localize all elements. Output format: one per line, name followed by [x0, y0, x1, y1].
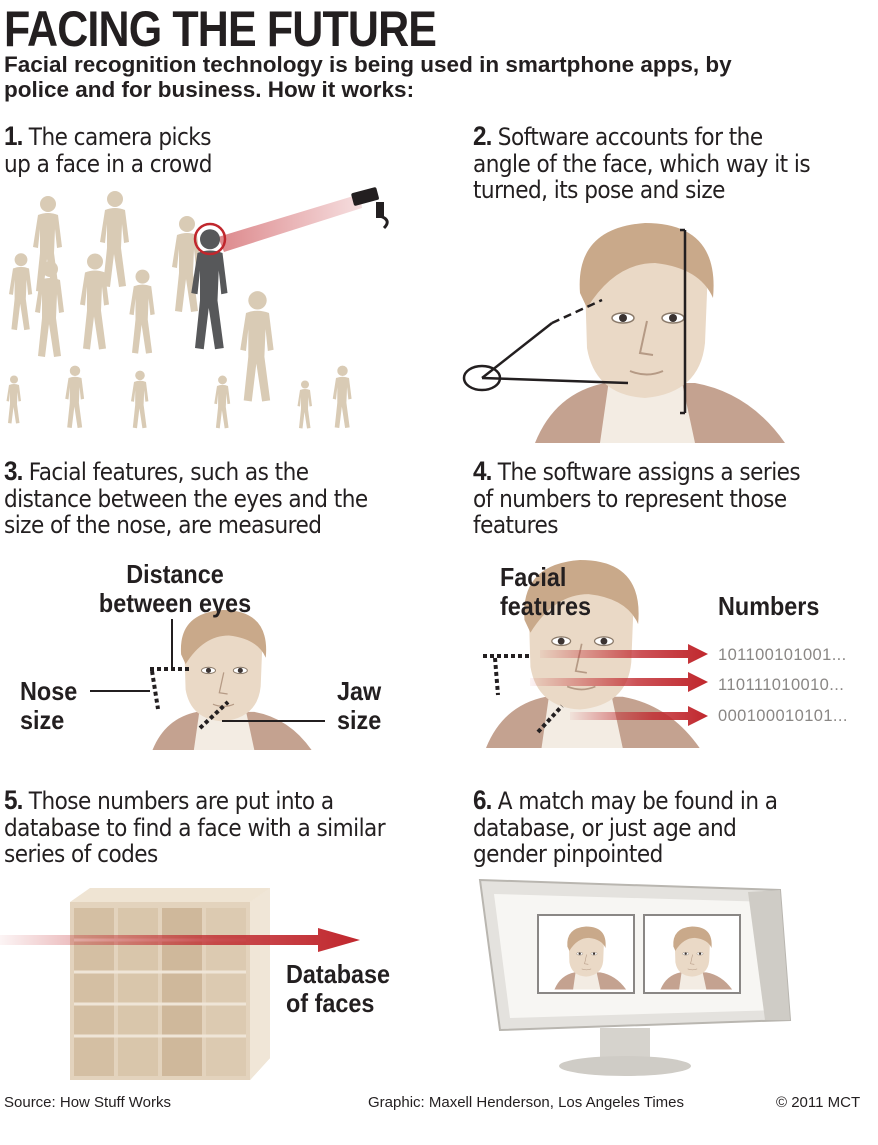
step-text: A match may be found in a database, or j… — [473, 787, 778, 868]
database-arrow — [0, 928, 360, 952]
matched-face-right — [643, 914, 741, 994]
number-arrows — [530, 644, 708, 726]
step-text: Facial features, such as the distance be… — [4, 458, 368, 539]
source-credit: Source: How Stuff Works — [4, 1094, 172, 1111]
code-row: 110111010010... — [718, 676, 845, 694]
security-camera-icon — [351, 187, 389, 230]
step-2-caption: 2. Software accounts for the angle of th… — [473, 123, 815, 204]
measure-lines — [90, 619, 325, 730]
step-1-caption: 1. The camera picks up a face in a crowd — [4, 123, 238, 177]
facial-features-label: Facial features — [500, 562, 592, 621]
step-number: 6. — [473, 785, 492, 815]
feature-numbers-illustration — [483, 560, 708, 748]
step-4-caption: 4. The software assigns a series of numb… — [473, 458, 815, 539]
code-row: 000100010101... — [718, 707, 848, 725]
jaw-size-label: Jaw size — [337, 676, 382, 735]
feature-measure-illustration — [90, 610, 325, 750]
database-server-illustration — [0, 888, 360, 1080]
step-number: 3. — [4, 456, 23, 486]
step-number: 1. — [4, 121, 23, 151]
server-rack — [70, 888, 270, 1080]
step-6-caption: 6. A match may be found in a database, o… — [473, 787, 815, 868]
matched-face-left — [537, 914, 635, 994]
copyright: © 2011 MCT — [776, 1094, 861, 1111]
step-text: The software assigns a series of numbers… — [473, 458, 801, 539]
step-text: Those numbers are put into a database to… — [4, 787, 386, 868]
step-5-caption: 5. Those numbers are put into a database… — [4, 787, 400, 868]
face-angle-illustration — [462, 223, 786, 443]
step-number: 5. — [4, 785, 23, 815]
infographic-subtitle: Facial recognition technology is being u… — [4, 52, 732, 102]
face-target-ring — [193, 222, 227, 256]
angle-lines — [462, 228, 687, 415]
step-number: 2. — [473, 121, 492, 151]
step-text: Software accounts for the angle of the f… — [473, 123, 811, 204]
step-3-caption: 3. Facial features, such as the distance… — [4, 458, 400, 539]
code-row: 101100101001... — [718, 646, 847, 664]
crowd-illustration — [6, 187, 389, 429]
step-number: 4. — [473, 456, 492, 486]
nose-size-label: Nose size — [20, 676, 78, 735]
numbers-label: Numbers — [718, 591, 820, 621]
graphic-credit: Graphic: Maxell Henderson, Los Angeles T… — [368, 1094, 684, 1111]
monitor-match-illustration — [478, 878, 792, 1076]
infographic-title: FACING THE FUTURE — [4, 1, 437, 57]
distance-between-eyes-label: Distance between eyes — [98, 559, 252, 618]
database-of-faces-label: Database of faces — [286, 959, 391, 1018]
camera-beam — [218, 194, 362, 252]
feature-marks — [483, 654, 564, 734]
step-text: The camera picks up a face in a crowd — [4, 123, 213, 178]
